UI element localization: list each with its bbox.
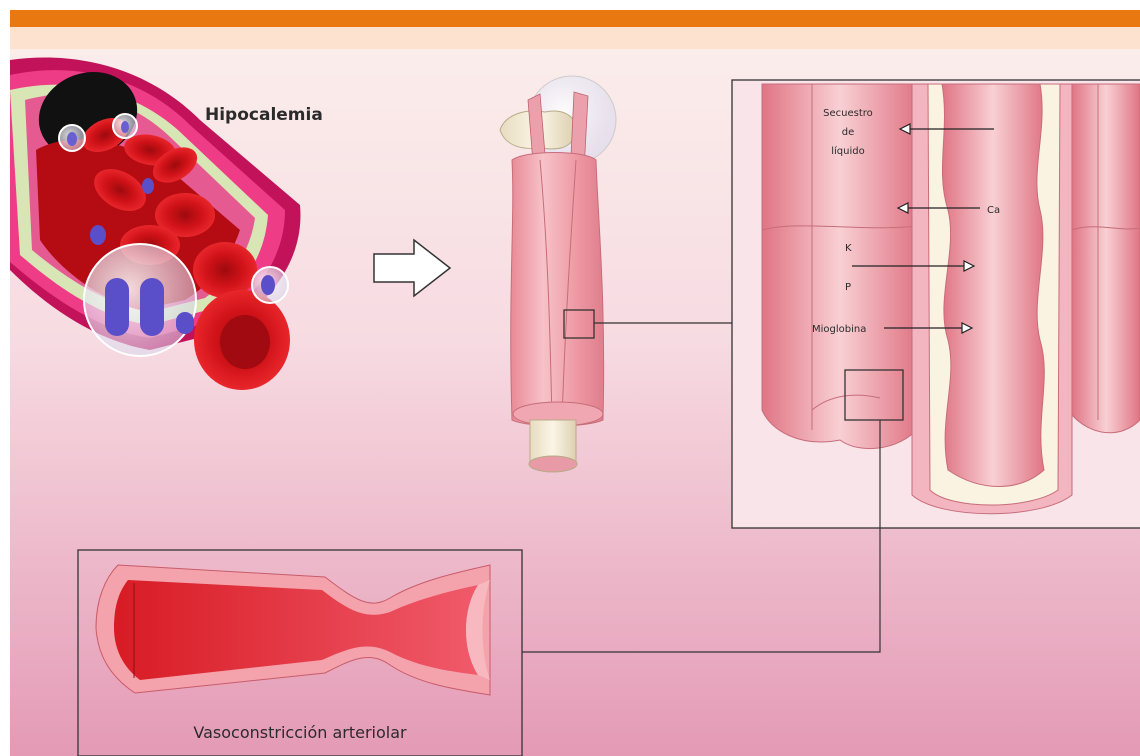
sequestration-label-line-3: líquido — [831, 145, 865, 157]
phosphorus-label: P — [845, 282, 851, 293]
hypokalemia-label: Hipocalemia — [205, 105, 323, 125]
sequestration-label-line-2: de — [842, 127, 855, 138]
left-margin — [0, 10, 10, 756]
myoglobin-label: Mioglobina — [812, 324, 866, 335]
potassium-label: K — [845, 243, 852, 254]
sequestration-label-line-1: Secuestro — [823, 108, 873, 119]
vasoconstriction-label: Vasoconstricción arteriolar — [193, 723, 407, 742]
calcium-label: Ca — [987, 205, 1000, 216]
top-peach-band — [10, 27, 1140, 49]
top-orange-bar — [10, 10, 1140, 27]
muscle-illustration — [500, 76, 616, 472]
top-margin — [0, 0, 1140, 10]
arteriole-illustration — [96, 565, 490, 695]
muscle-fiber-panel — [732, 80, 1140, 528]
